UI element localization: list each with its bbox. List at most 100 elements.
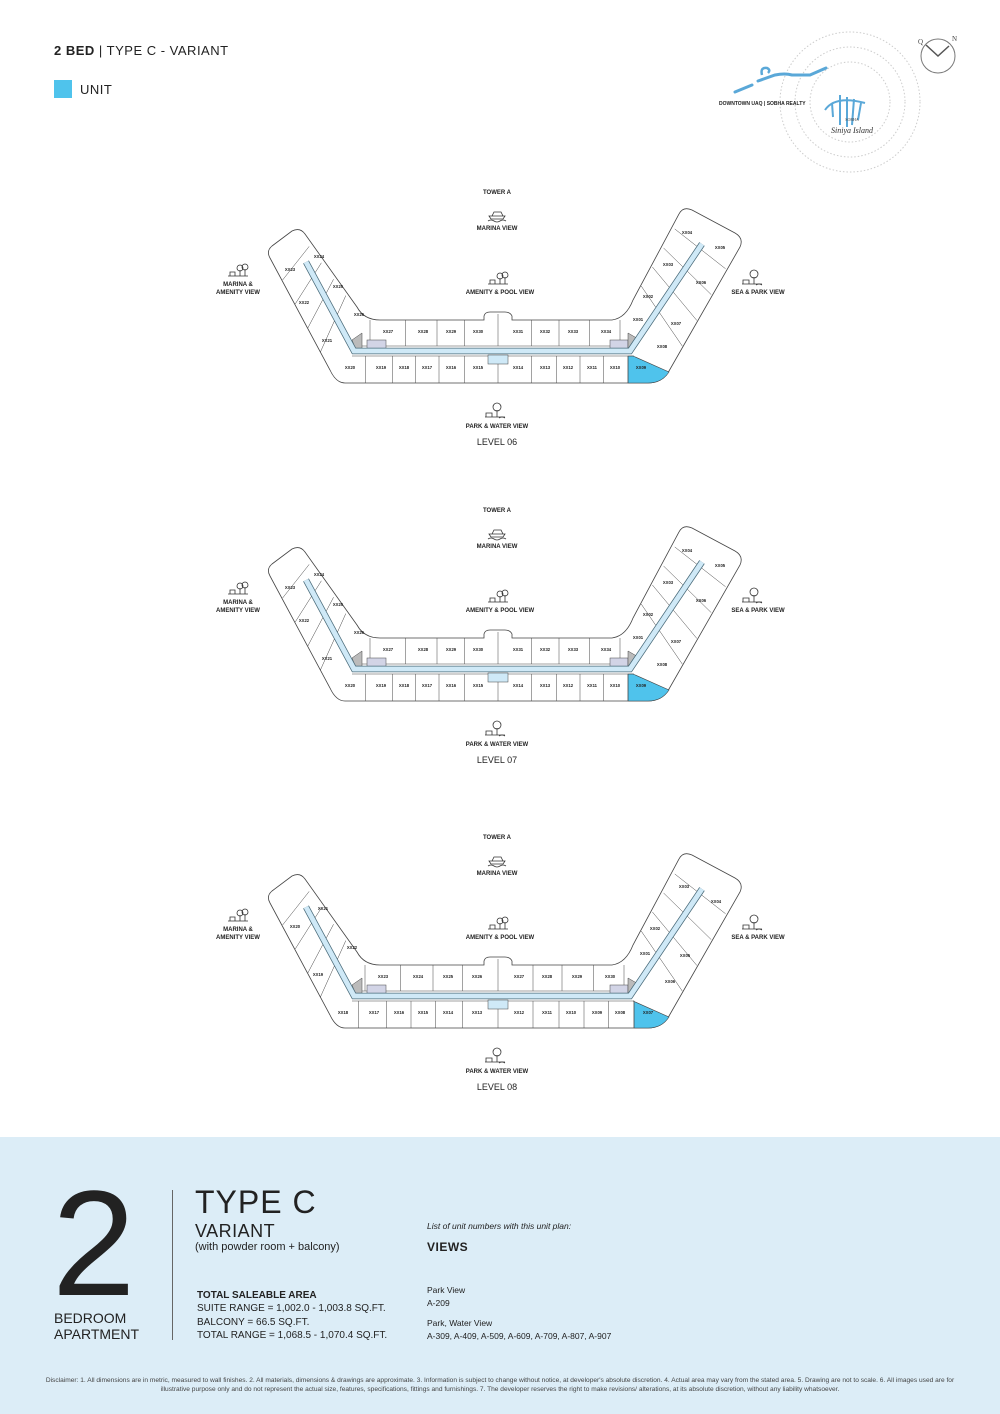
park-bench bbox=[485, 728, 505, 736]
coastline-icon bbox=[733, 66, 828, 94]
unit-label: XX09 bbox=[592, 1010, 603, 1015]
saleable-area: TOTAL SALEABLE AREA SUITE RANGE = 1,002.… bbox=[197, 1289, 387, 1342]
legend-unit-label: UNIT bbox=[80, 82, 113, 97]
unit-label: XX05 bbox=[715, 245, 726, 250]
wing-divider bbox=[282, 564, 310, 599]
trees-icon bbox=[228, 263, 249, 277]
unit-label: XX24 bbox=[314, 572, 325, 577]
view-label-right: SEA & PARK VIEW bbox=[731, 608, 785, 614]
lobby bbox=[487, 354, 509, 365]
lobby bbox=[487, 999, 509, 1010]
wing-divider bbox=[320, 295, 347, 353]
unit-label: XX30 bbox=[605, 974, 616, 979]
wing-divider bbox=[307, 279, 334, 329]
unit-label: XX30 bbox=[473, 329, 484, 334]
corridor bbox=[303, 242, 705, 354]
divider bbox=[172, 1190, 173, 1340]
balcony-area: BALCONY = 66.5 SQ.FT. bbox=[197, 1316, 310, 1328]
unit-label: XX14 bbox=[443, 1010, 454, 1015]
park-tree bbox=[749, 587, 759, 597]
unit-label: XX25 bbox=[443, 974, 454, 979]
tree-crown bbox=[496, 272, 504, 280]
park-tree bbox=[492, 402, 502, 412]
park-tree bbox=[749, 269, 759, 279]
park-icon bbox=[485, 1047, 506, 1064]
view-label-bottom: PARK & WATER VIEW bbox=[466, 424, 529, 430]
unit-label: XX18 bbox=[399, 365, 410, 370]
highlighted-unit bbox=[632, 1000, 670, 1029]
park-icon bbox=[485, 402, 506, 419]
unit-label: XX20 bbox=[345, 365, 356, 370]
wing-divider bbox=[320, 940, 347, 998]
pool-ladder bbox=[489, 924, 496, 929]
tree-crown bbox=[501, 271, 509, 279]
unit-label: XX19 bbox=[313, 972, 324, 977]
unit-label: XX04 bbox=[711, 899, 722, 904]
unit-label: XX27 bbox=[383, 329, 394, 334]
wing-divider bbox=[282, 891, 310, 926]
unit-label: XX29 bbox=[446, 647, 457, 652]
unit-label: XX29 bbox=[572, 974, 583, 979]
water-wave bbox=[498, 1061, 506, 1064]
unit-label: XX26 bbox=[472, 974, 483, 979]
wing-divider bbox=[640, 930, 683, 992]
wing-divider bbox=[307, 597, 334, 647]
summary-panel bbox=[0, 1137, 1000, 1414]
building-outline bbox=[268, 853, 742, 1029]
building-outline bbox=[268, 208, 742, 384]
unit-label: XX12 bbox=[514, 1010, 525, 1015]
park-icon bbox=[485, 720, 506, 737]
tower-label: TOWER A bbox=[483, 190, 512, 196]
tower-label: TOWER A bbox=[483, 835, 512, 841]
unit-label: XX15 bbox=[418, 1010, 429, 1015]
water-wave bbox=[498, 734, 506, 737]
unit-label: XX25 bbox=[333, 284, 344, 289]
level-label: LEVEL 08 bbox=[477, 1082, 517, 1092]
unit-label: XX28 bbox=[542, 974, 553, 979]
unit-label: XX08 bbox=[657, 662, 668, 667]
unit-label: XX17 bbox=[369, 1010, 380, 1015]
unit-label: XX11 bbox=[542, 1010, 553, 1015]
water-wave bbox=[498, 416, 506, 419]
unit-label: XX25 bbox=[333, 602, 344, 607]
park-bench bbox=[742, 277, 762, 285]
logo-sub-brand: SOBHA bbox=[845, 117, 859, 122]
unit-label: XX12 bbox=[563, 683, 574, 688]
park-bench bbox=[742, 922, 762, 930]
park-icon bbox=[742, 914, 763, 931]
unit-label: XX01 bbox=[633, 635, 644, 640]
unit-label: XX01 bbox=[640, 951, 651, 956]
unit-label: XX04 bbox=[682, 548, 693, 553]
trees-icon bbox=[228, 581, 249, 595]
trees-icon bbox=[488, 589, 509, 603]
compass-icon: Q N bbox=[918, 35, 957, 74]
unit-label: XX05 bbox=[680, 953, 691, 958]
view-label-bottom: PARK & WATER VIEW bbox=[466, 1069, 529, 1075]
boat-icon-shape bbox=[487, 856, 507, 868]
variant-note: (with powder room + balcony) bbox=[195, 1241, 340, 1253]
tower-label: TOWER A bbox=[483, 508, 512, 514]
unit-label: XX22 bbox=[299, 300, 310, 305]
unit-label: XX22 bbox=[299, 618, 310, 623]
level-label: LEVEL 06 bbox=[477, 437, 517, 447]
unit-label: XX20 bbox=[345, 683, 356, 688]
unit-label: XX17 bbox=[422, 683, 433, 688]
unit-label: XX16 bbox=[394, 1010, 405, 1015]
unit-label: XX08 bbox=[657, 344, 668, 349]
unit-label: XX19 bbox=[376, 683, 387, 688]
building-outline bbox=[268, 526, 742, 702]
unit-label: XX11 bbox=[587, 683, 598, 688]
unit-label: XX02 bbox=[650, 926, 661, 931]
unit-label: XX32 bbox=[540, 329, 551, 334]
unit-label: XX06 bbox=[696, 598, 707, 603]
unit-label: XX03 bbox=[663, 262, 674, 267]
logo-ring bbox=[779, 31, 921, 173]
view-group-name: Park View bbox=[427, 1285, 466, 1295]
coastline-icon-curl bbox=[760, 66, 771, 76]
unit-label: XX08 bbox=[615, 1010, 626, 1015]
view-label-left: AMENITY VIEW bbox=[216, 935, 260, 941]
